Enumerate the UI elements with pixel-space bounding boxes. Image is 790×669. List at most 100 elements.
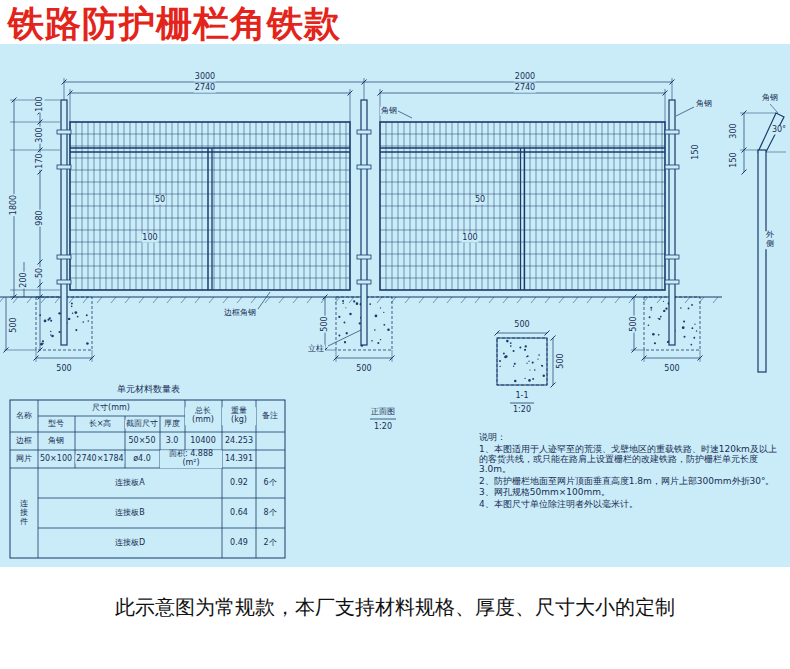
- dimension-line: [6, 297, 7, 350]
- concrete-dot: [383, 324, 385, 326]
- leader-line: [328, 330, 361, 346]
- dimension-label: 980: [36, 209, 45, 226]
- mesh-wire: [380, 134, 665, 135]
- dimension-label: 500: [630, 315, 639, 332]
- note-text: 说明：: [478, 433, 507, 443]
- concrete-dot: [86, 314, 88, 316]
- table-rule: [10, 432, 285, 433]
- ground-hatch: [503, 297, 508, 303]
- extension-line: [70, 89, 71, 122]
- frame-bar: [520, 148, 521, 290]
- table-cell: 24.253: [224, 437, 254, 446]
- concrete-dot: [380, 339, 381, 340]
- concrete-dot: [345, 307, 346, 308]
- concrete-dot: [538, 354, 540, 356]
- extension-line: [740, 150, 758, 151]
- table-cell: 50×50: [127, 437, 156, 446]
- ground-hatch: [335, 297, 340, 303]
- ground-hatch: [587, 297, 592, 303]
- concrete-dot: [525, 345, 527, 347]
- ground-hatch: [279, 297, 284, 303]
- concrete-dot: [68, 318, 70, 320]
- concrete-dot: [658, 318, 659, 319]
- ground-hatch: [573, 297, 578, 303]
- concrete-dot: [513, 350, 515, 352]
- ground-hatch: [13, 297, 18, 303]
- concrete-dot: [71, 303, 73, 305]
- concrete-dot: [514, 363, 516, 365]
- extension-line: [665, 89, 666, 122]
- title-underline: [370, 419, 396, 420]
- concrete-dot: [344, 341, 346, 343]
- extension-line: [336, 350, 337, 362]
- table-rule: [38, 416, 185, 417]
- dimension-label: 边框角钢: [223, 309, 257, 318]
- concrete-dot: [40, 343, 43, 346]
- ground-hatch: [685, 297, 690, 303]
- mesh-wire: [380, 218, 665, 219]
- dimension-label: 角钢: [695, 100, 713, 109]
- concrete-dot: [660, 316, 662, 318]
- frame-bar: [524, 148, 525, 290]
- concrete-dot: [50, 334, 51, 335]
- ground-hatch: [139, 297, 144, 303]
- concrete-dot: [658, 334, 660, 336]
- connection-plate: [57, 130, 71, 134]
- concrete-dot: [50, 320, 52, 322]
- mesh-wire: [380, 254, 665, 255]
- concrete-dot: [74, 311, 77, 314]
- concrete-dot: [504, 356, 507, 359]
- concrete-dot: [528, 360, 529, 361]
- ground-hatch: [97, 297, 102, 303]
- note-text: 3、网孔规格50mm×100mm。: [478, 488, 780, 498]
- concrete-dot: [684, 336, 686, 338]
- concrete-dot: [50, 331, 51, 332]
- mesh-wire: [70, 242, 350, 243]
- table-cell: 名称: [15, 412, 33, 421]
- dimension-label: 500: [321, 315, 330, 332]
- dimension-label: 150: [730, 151, 739, 168]
- extension-line: [10, 290, 60, 291]
- concrete-dot: [532, 378, 534, 380]
- extension-line: [380, 89, 381, 122]
- dimension-line: [553, 338, 554, 385]
- table-cell: 2个: [262, 539, 277, 548]
- extension-line: [672, 78, 673, 100]
- dimension-label: 外侧: [765, 231, 775, 249]
- ground-hatch: [657, 297, 662, 303]
- concrete-dot: [524, 349, 526, 351]
- ground-hatch: [307, 297, 312, 303]
- concrete-dot: [505, 355, 508, 358]
- dimension-tick: [495, 331, 500, 336]
- concrete-dot: [353, 300, 355, 302]
- frame-bar: [380, 147, 665, 148]
- table-cell: 厚度: [163, 420, 181, 429]
- connection-plate: [357, 280, 371, 284]
- table-cell: 总长 (mm): [185, 407, 221, 425]
- dimension-label: 1:20: [512, 406, 532, 415]
- connection-plate: [357, 130, 371, 134]
- table-cell: 角钢: [47, 437, 65, 446]
- extension-line: [10, 150, 60, 151]
- panel-frame: [380, 122, 665, 290]
- table-cell: 0.92: [229, 479, 249, 488]
- page-title: 铁路防护栅栏角铁款: [8, 0, 341, 49]
- table-cell: 单元材料数量表: [116, 385, 181, 395]
- table-cell: 边框: [15, 437, 33, 446]
- table-cell: 10400: [189, 437, 216, 446]
- mesh-wire: [70, 230, 350, 231]
- steel-post: [669, 100, 675, 345]
- concrete-dot: [503, 353, 505, 355]
- ground-hatch: [517, 297, 522, 303]
- leader-line: [770, 104, 778, 113]
- dimension-label: 1800: [10, 194, 19, 216]
- ground-hatch: [293, 297, 298, 303]
- table-rule: [38, 528, 285, 529]
- dimension-tick: [551, 336, 556, 341]
- dimension-line: [64, 82, 364, 83]
- extension-line: [644, 350, 645, 362]
- extension-line: [364, 78, 365, 100]
- ground-hatch: [223, 297, 228, 303]
- concrete-dot: [648, 324, 650, 326]
